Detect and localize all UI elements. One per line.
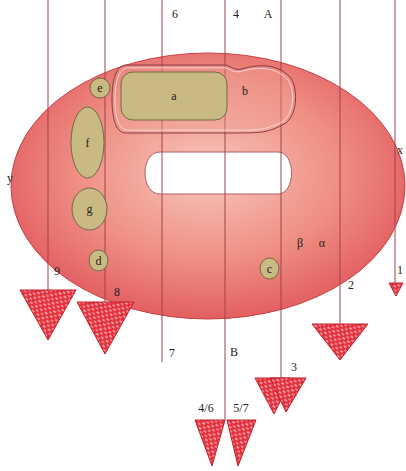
callout-label: A — [263, 7, 274, 21]
part-letter: b — [242, 85, 248, 97]
callout-label: β — [296, 236, 304, 250]
callout-label: 7 — [168, 346, 176, 360]
nucleus-blob: d — [88, 249, 109, 272]
callout-label: 3 — [290, 360, 298, 374]
part-letter: e — [97, 82, 102, 94]
callout-label: 4/6 — [197, 401, 214, 415]
callout-label: x — [396, 143, 404, 157]
callout-label: 1 — [396, 263, 404, 277]
callout-label: 4 — [232, 7, 240, 21]
callout-label: 5/7 — [232, 401, 249, 415]
callout-label: 2 — [347, 278, 355, 292]
nucleus-blob: a — [120, 71, 228, 121]
part-letter: f — [86, 137, 90, 149]
nucleus-blob: g — [71, 187, 108, 231]
nucleus-blob: e — [89, 77, 111, 99]
outlined-region: ba — [112, 63, 298, 135]
nucleus-blob: c — [259, 257, 280, 280]
callout-label: α — [318, 236, 326, 250]
callout-label: B — [229, 345, 239, 359]
part-letter: g — [87, 203, 93, 215]
part-letter: a — [171, 90, 176, 102]
part-letter: c — [267, 263, 272, 275]
callout-label: y — [6, 171, 14, 185]
callout-label: 9 — [53, 264, 61, 278]
nucleus-blob: f — [70, 106, 105, 179]
part-letter: d — [96, 255, 102, 267]
callout-label: 8 — [113, 285, 121, 299]
callout-label: 6 — [171, 7, 179, 21]
